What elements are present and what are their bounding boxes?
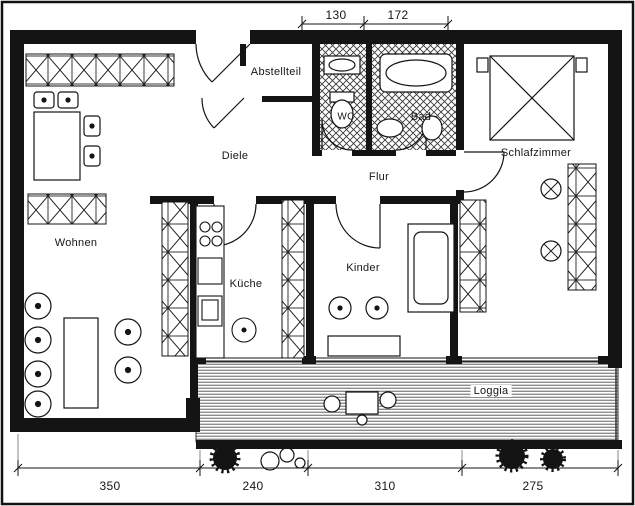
loggia-furniture [323, 391, 397, 426]
loggia-deck [195, 361, 619, 443]
room-label-kueche: Küche [229, 278, 263, 290]
dimension-lines [13, 16, 623, 476]
room-label-wohnen: Wohnen [54, 237, 98, 249]
dining-table [33, 111, 81, 181]
desk [327, 335, 401, 357]
plants [209, 439, 566, 474]
window-lines [206, 357, 598, 362]
room-label-bad: Bad [410, 111, 432, 123]
dimension-label-bottom-350: 350 [99, 479, 121, 493]
living-room-furniture [24, 91, 142, 418]
kids-room-furniture [327, 223, 455, 357]
coffee-table [63, 317, 99, 409]
bedroom-furniture [476, 55, 588, 262]
room-label-diele: Diele [221, 150, 249, 162]
dimension-label-top-172: 172 [387, 8, 409, 22]
bathroom-fixtures [323, 53, 453, 141]
dimension-label-bottom-310: 310 [374, 479, 396, 493]
room-label-flur: Flur [368, 171, 390, 183]
wardrobe-cabinets [25, 53, 597, 359]
dimension-label-top-130: 130 [325, 8, 347, 22]
kitchen-fixtures [195, 205, 257, 359]
room-label-schlafzimmer: Schlafzimmer [500, 147, 572, 159]
dimension-label-bottom-240: 240 [242, 479, 264, 493]
room-label-loggia: Loggia [470, 385, 512, 397]
room-label-wc: WC [337, 111, 355, 123]
exterior-walls [10, 30, 622, 449]
room-label-abstellteil: Abstellteil [250, 66, 302, 78]
dimension-label-bottom-275: 275 [522, 479, 544, 493]
room-label-kinder: Kinder [346, 262, 380, 274]
